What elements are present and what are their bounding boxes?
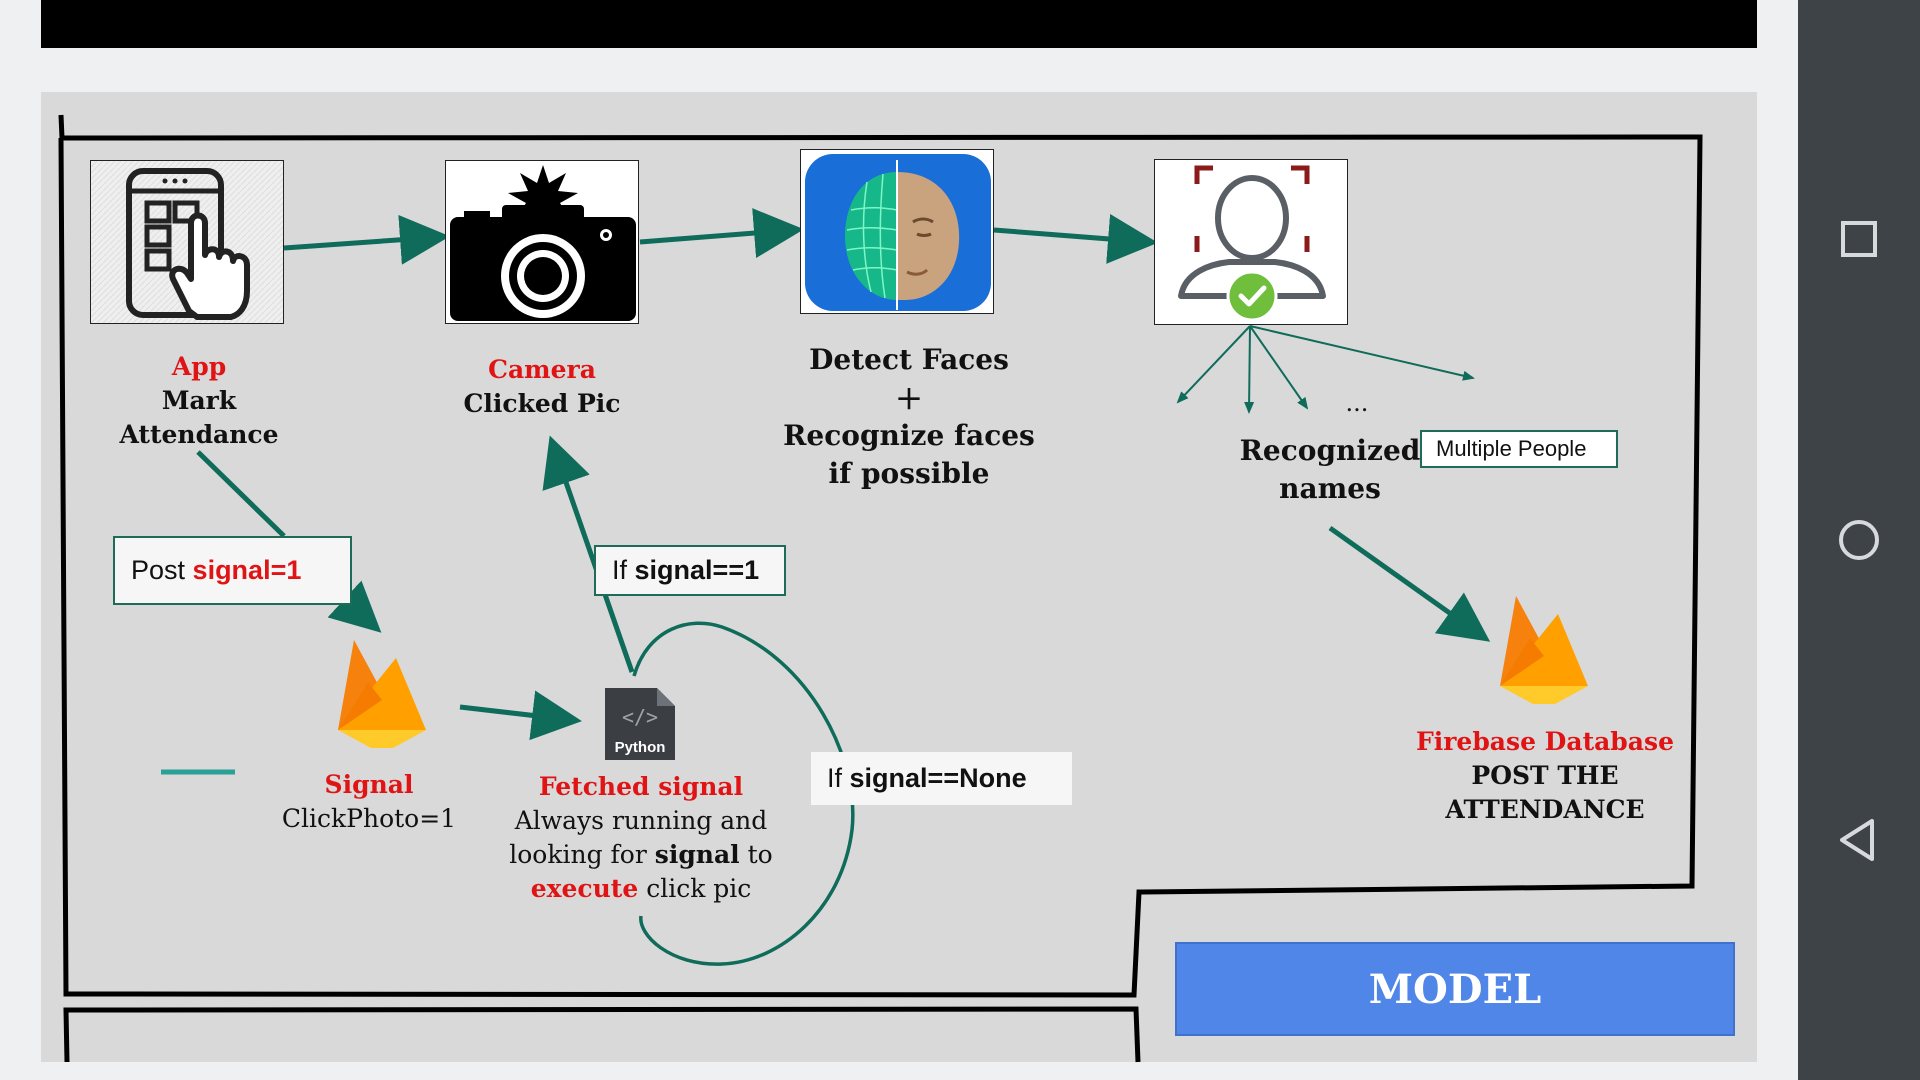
arrow-app-camera <box>283 214 450 265</box>
if-signal1-box: If signal==1 <box>594 545 786 596</box>
python-label: Fetched signal Always running and lookin… <box>500 770 782 906</box>
android-nav-bar <box>1798 0 1920 1080</box>
line-app-post <box>196 450 286 538</box>
arrow-fan-1 <box>1176 325 1251 404</box>
post-signal-box: Post signal=1 <box>113 536 352 605</box>
arrow-names-firebase <box>1328 525 1491 642</box>
firebase-flame-icon <box>338 640 426 748</box>
recents-square-icon[interactable] <box>1828 208 1890 270</box>
firebase-label: Firebase Database POST THE ATTENDANCE <box>1400 725 1690 827</box>
outline-frame <box>58 114 1703 998</box>
signal-title: Signal <box>324 770 414 799</box>
arrow-python-camera <box>542 435 635 673</box>
svg-text:</>: </> <box>622 705 658 729</box>
if-signal1-value: signal==1 <box>634 555 760 585</box>
app-title: App <box>171 352 227 381</box>
camera-label: Camera Clicked Pic <box>447 353 637 421</box>
app-line1: Mark <box>161 386 237 415</box>
verified-user-icon <box>1178 165 1326 322</box>
model-button[interactable]: MODEL <box>1175 942 1735 1036</box>
python-line3-a: execute <box>530 874 639 903</box>
app-label: App Mark Attendance <box>107 350 291 452</box>
signal-line1: ClickPhoto=1 <box>281 804 457 833</box>
python-line2-c: to <box>739 840 773 869</box>
recognized-line2: names <box>1279 472 1381 505</box>
face-tile <box>800 149 994 314</box>
python-file-icon: </> Python <box>605 688 675 760</box>
detect-plus: + <box>894 378 924 418</box>
firebase-db-icon <box>1500 596 1588 704</box>
arrow-fan-3 <box>1249 325 1309 410</box>
if-signal-none-box: If signal==None <box>811 752 1072 805</box>
arrow-detect-recognized <box>993 213 1158 264</box>
tap-phone-icon <box>91 161 283 323</box>
outline-lower <box>63 1006 1141 1063</box>
detect-line2: Recognize faces <box>783 419 1035 452</box>
detect-line3: if possible <box>828 457 990 490</box>
detect-label: Detect Faces + Recognize faces if possib… <box>773 341 1045 493</box>
arrow-camera-detect <box>639 208 804 259</box>
python-line2-a: looking for <box>509 840 655 869</box>
camera-tile <box>445 160 639 324</box>
detect-line1: Detect Faces <box>809 343 1009 376</box>
back-triangle-icon[interactable] <box>1828 809 1890 871</box>
post-signal-prefix: Post <box>131 555 186 585</box>
camera-title: Camera <box>488 355 596 384</box>
firebase-line1: POST THE <box>1471 761 1619 790</box>
python-icon-text: Python <box>615 739 666 756</box>
arrow-post-signal <box>327 580 382 633</box>
recognized-dots: ... <box>1345 389 1369 417</box>
recognized-line1: Recognized <box>1239 434 1421 467</box>
arrow-fan-4 <box>1249 325 1475 381</box>
post-signal-value: signal=1 <box>192 555 302 585</box>
if-signal-none-value: signal==None <box>849 763 1027 793</box>
camera-line1: Clicked Pic <box>463 389 621 418</box>
app-tile <box>90 160 284 324</box>
firebase-line2: ATTENDANCE <box>1445 795 1645 824</box>
home-circle-icon[interactable] <box>1828 509 1890 571</box>
python-line2-b: signal <box>654 840 740 869</box>
multiple-people-tag: Multiple People <box>1420 430 1618 468</box>
user-tile <box>1154 159 1348 325</box>
python-line1: Always running and <box>514 806 768 835</box>
arrow-fan-2 <box>1244 325 1255 414</box>
if-signal1-prefix: If <box>612 555 628 585</box>
firebase-title: Firebase Database <box>1416 727 1674 756</box>
loop-signal-none <box>632 621 855 966</box>
face-scan-icon <box>805 154 991 311</box>
python-title: Fetched signal <box>538 772 744 801</box>
arrow-signal-python <box>459 690 582 741</box>
signal-label: Signal ClickPhoto=1 <box>265 768 473 836</box>
python-line3-b: click pic <box>638 874 752 903</box>
python-line2: looking for signal to <box>500 838 782 872</box>
top-black-bar <box>41 0 1757 48</box>
app-line2: Attendance <box>119 420 279 449</box>
camera-icon <box>450 165 636 321</box>
python-line3: execute click pic <box>500 872 782 906</box>
recognized-label: Recognized names <box>1232 432 1428 508</box>
if-signal-none-prefix: If <box>827 763 843 793</box>
